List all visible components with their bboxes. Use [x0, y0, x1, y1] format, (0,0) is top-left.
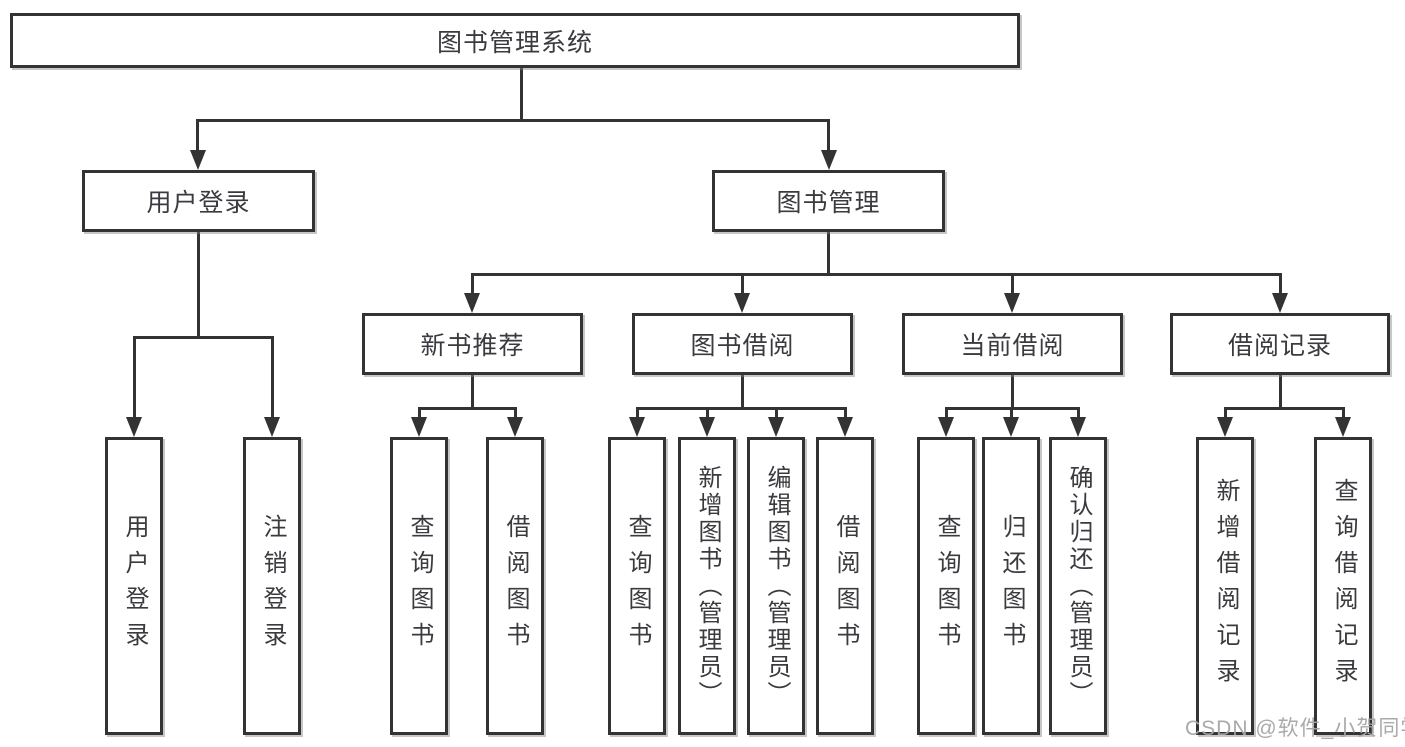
arrow-down-icon: [1070, 417, 1086, 437]
csdn-watermark: CSDN @软件_小贺同学: [1185, 717, 1405, 740]
connector-vline: [197, 232, 200, 336]
leaf-newbooks-query: 查询图书: [390, 437, 448, 735]
connector-vline: [945, 407, 948, 421]
connector-vline: [636, 407, 639, 421]
connector-vline: [271, 336, 274, 419]
arrow-down-icon: [734, 293, 750, 313]
connector-vline: [1011, 273, 1014, 297]
connector-vline: [196, 119, 199, 153]
connector-vline: [1279, 273, 1282, 297]
connector-vline: [418, 407, 421, 421]
arrow-down-icon: [464, 293, 480, 313]
leaf-logout: 注销登录: [243, 437, 301, 735]
connector-vline: [471, 375, 474, 407]
connector-vline: [1224, 407, 1227, 421]
connector-hline: [1224, 407, 1344, 410]
connector-vline: [844, 407, 847, 421]
connector-vline: [827, 232, 830, 273]
connector-vline: [775, 407, 778, 421]
node-user-login: 用户登录: [82, 170, 315, 232]
connector-vline: [1279, 375, 1282, 407]
connector-hline: [196, 119, 830, 122]
arrow-down-icon: [1003, 417, 1019, 437]
connector-vline: [520, 68, 523, 119]
connector-vline: [1342, 407, 1345, 421]
leaf-borrow-query: 查询图书: [608, 437, 666, 735]
connector-hline: [636, 407, 846, 410]
arrow-down-icon: [264, 417, 280, 437]
arrow-down-icon: [1004, 293, 1020, 313]
leaf-borrow-borrow: 借阅图书: [816, 437, 874, 735]
connector-hline: [471, 273, 1281, 276]
arrow-down-icon: [190, 150, 206, 170]
arrow-down-icon: [699, 417, 715, 437]
arrow-down-icon: [126, 417, 142, 437]
arrow-down-icon: [629, 417, 645, 437]
leaf-newbooks-borrow: 借阅图书: [486, 437, 544, 735]
connector-vline: [741, 273, 744, 297]
leaf-user-login: 用户登录: [105, 437, 163, 735]
leaf-current-return: 归还图书: [982, 437, 1040, 735]
connector-hline: [133, 336, 274, 339]
node-book-borrow: 图书借阅: [632, 313, 853, 375]
leaf-records-add: 新增借阅记录: [1196, 437, 1254, 735]
connector-vline: [827, 119, 830, 153]
connector-vline: [706, 407, 709, 421]
arrow-down-icon: [837, 417, 853, 437]
connector-vline: [133, 336, 136, 419]
arrow-down-icon: [1272, 293, 1288, 313]
arrow-down-icon: [938, 417, 954, 437]
connector-vline: [1077, 407, 1080, 421]
connector-hline: [418, 407, 517, 410]
connector-vline: [1011, 375, 1014, 407]
connector-vline: [471, 273, 474, 297]
node-borrow-records: 借阅记录: [1170, 313, 1390, 375]
node-book-management: 图书管理: [712, 170, 945, 232]
connector-vline: [741, 375, 744, 407]
arrow-down-icon: [1335, 417, 1351, 437]
arrow-down-icon: [1217, 417, 1233, 437]
leaf-current-confirm-admin: 确认归还（管理员）: [1049, 437, 1107, 735]
connector-vline: [514, 407, 517, 421]
leaf-current-query: 查询图书: [917, 437, 975, 735]
node-current-borrow: 当前借阅: [902, 313, 1123, 375]
arrow-down-icon: [821, 150, 837, 170]
node-root: 图书管理系统: [10, 13, 1020, 68]
arrow-down-icon: [507, 417, 523, 437]
arrow-down-icon: [768, 417, 784, 437]
connector-vline: [1010, 407, 1013, 421]
arrow-down-icon: [411, 417, 427, 437]
leaf-borrow-add-admin: 新增图书（管理员）: [678, 437, 736, 735]
leaf-records-query: 查询借阅记录: [1314, 437, 1372, 735]
leaf-borrow-edit-admin: 编辑图书（管理员）: [747, 437, 805, 735]
node-new-books: 新书推荐: [362, 313, 583, 375]
